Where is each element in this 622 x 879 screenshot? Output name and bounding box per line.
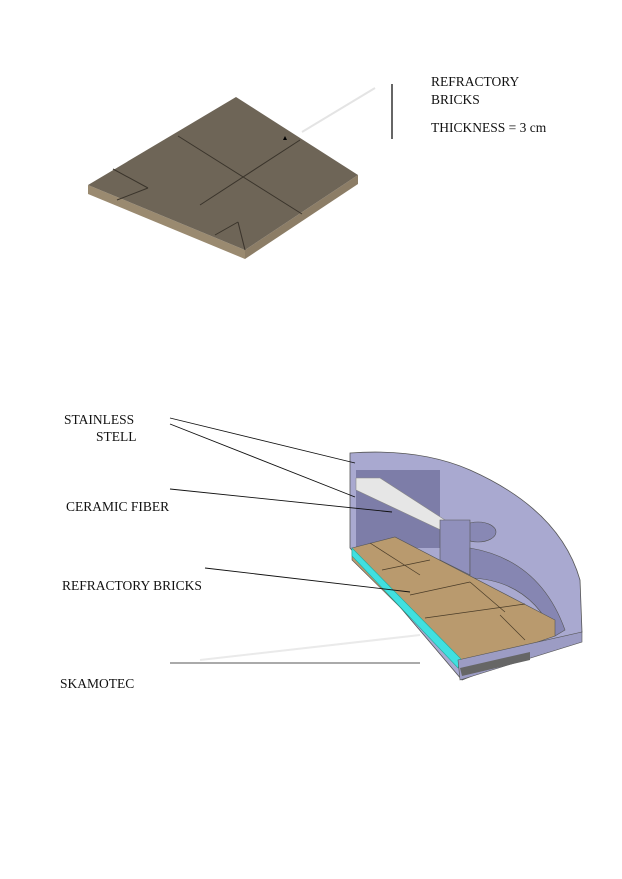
label-stainless: STAINLESS bbox=[64, 412, 135, 427]
leader-line bbox=[301, 87, 376, 133]
label-refractory-bricks: REFRACTORY BRICKS bbox=[62, 578, 202, 593]
leader-shadow bbox=[199, 634, 421, 661]
oven-cutaway bbox=[349, 451, 583, 681]
refractory-brick-slab bbox=[88, 97, 358, 259]
label-bricks: BRICKS bbox=[431, 92, 480, 107]
label-stell: STELL bbox=[96, 429, 137, 444]
label-thickness: THICKNESS = 3 cm bbox=[431, 120, 547, 135]
label-ceramic-fiber: CERAMIC FIBER bbox=[66, 499, 170, 514]
leader-lines bbox=[169, 417, 411, 593]
arrow-head-icon bbox=[283, 136, 287, 140]
label-skamotec: SKAMOTEC bbox=[60, 676, 135, 691]
label-refractory: REFRACTORY bbox=[431, 74, 520, 89]
